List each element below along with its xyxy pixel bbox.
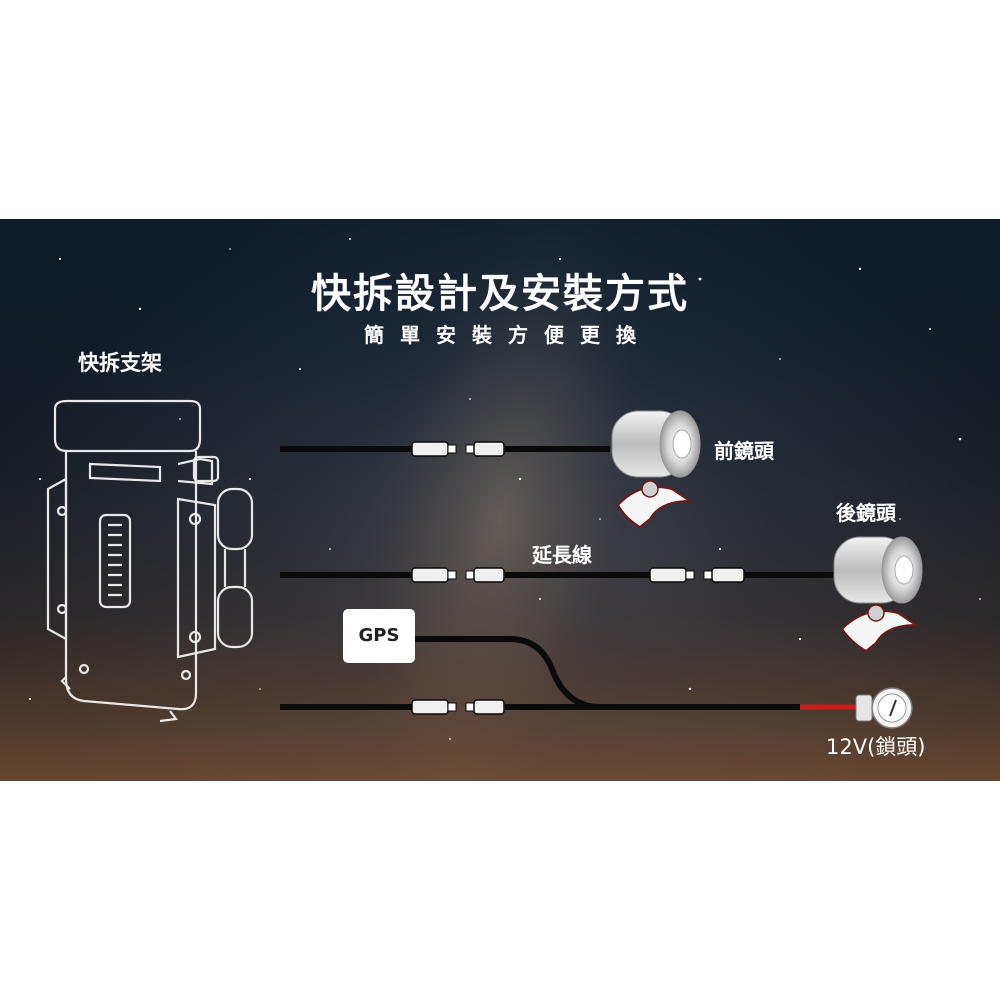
rear-camera-label: 後鏡頭 (836, 501, 896, 525)
gps-module: GPS (343, 609, 415, 663)
front-camera-cable (280, 441, 610, 457)
diagram-banner: 快拆設計及安裝方式 簡單安裝方便更換 快拆支架 前鏡頭 後鏡頭 延長線 GPS … (0, 219, 1000, 781)
diagram-title: 快拆設計及安裝方式 (311, 271, 689, 317)
diagram-canvas (0, 219, 1000, 781)
extension-cable-label: 延長線 (532, 543, 592, 567)
bracket-drawing (46, 399, 254, 723)
extension-cable (280, 567, 836, 583)
rear-camera (833, 536, 923, 653)
front-camera-label: 前鏡頭 (714, 439, 774, 463)
diagram-subtitle: 簡單安裝方便更換 (364, 323, 652, 347)
horizon-glow (0, 219, 1000, 781)
front-camera (611, 410, 701, 529)
power-lock-plug (855, 687, 913, 729)
power-label: 12V(鎖頭) (826, 735, 926, 759)
bracket-label: 快拆支架 (78, 351, 162, 375)
power-cable (280, 636, 858, 715)
stars (29, 238, 981, 740)
